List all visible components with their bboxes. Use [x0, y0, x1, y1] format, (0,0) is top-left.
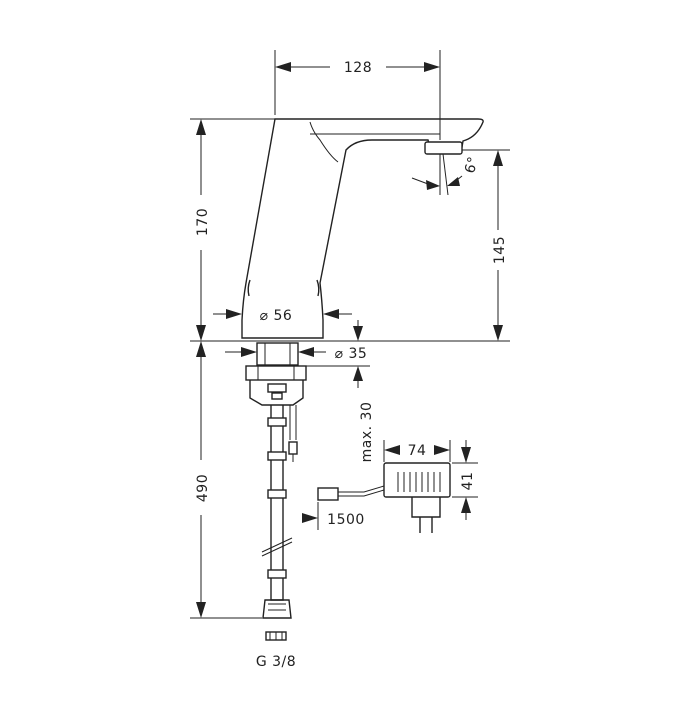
dim-total-height: 170 [195, 208, 211, 236]
dim-max-counter: max. 30 [359, 402, 375, 463]
power-adapter [317, 462, 451, 533]
dim-spout-reach: 128 [344, 60, 372, 76]
supply-hose [261, 405, 293, 641]
dim-adapter-width: 74 [408, 443, 427, 459]
dim-connection-thread: G 3/8 [256, 654, 296, 670]
faucet-body [241, 118, 484, 339]
sensor-cable [288, 405, 298, 462]
dim-adapter-height: 41 [460, 472, 476, 491]
mounting-assembly [190, 340, 510, 406]
dim-hose-length: 490 [195, 474, 211, 502]
dim-spout-height: 145 [492, 236, 508, 264]
dimension-lines [190, 50, 510, 619]
dim-body-diameter: ⌀ 56 [260, 308, 293, 324]
dim-spray-angle: 6° [462, 155, 482, 175]
dim-hole-diameter: ⌀ 35 [335, 346, 368, 362]
dim-cable-length: 1500 [327, 512, 365, 528]
